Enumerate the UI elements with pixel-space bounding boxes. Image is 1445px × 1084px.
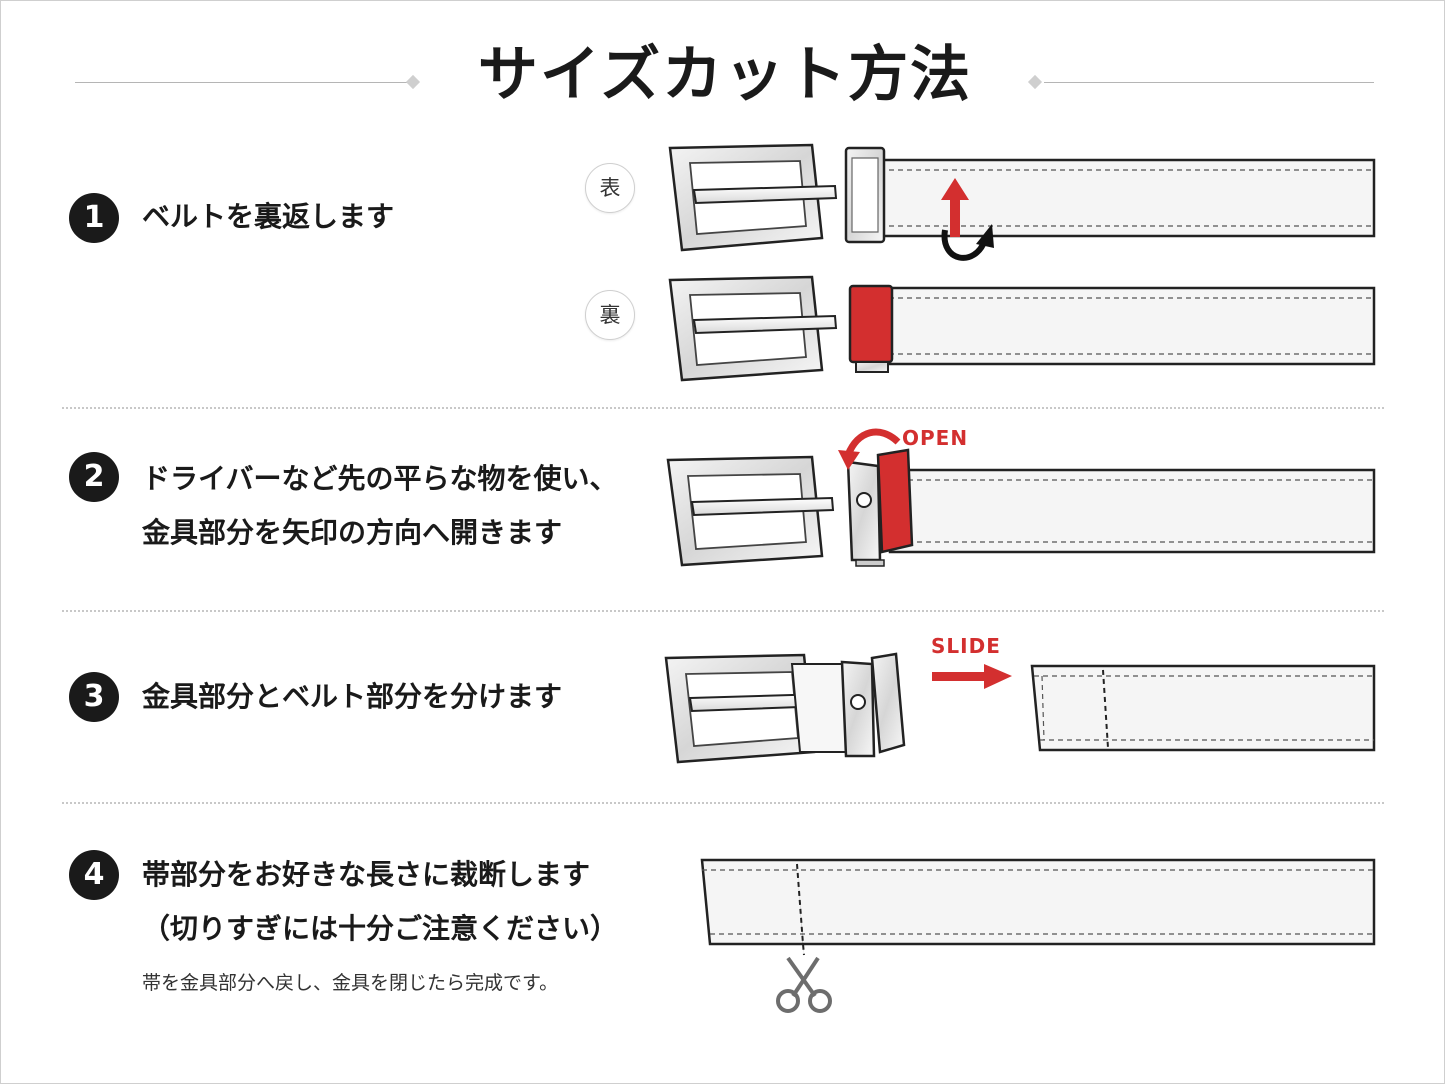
step-4-line-1: 帯部分をお好きな長さに裁断します — [142, 858, 591, 891]
belt-front-illustration — [668, 143, 1376, 252]
step-2-text: ドライバーなど先の平らな物を使い、 金具部分を矢印の方向へ開きます — [142, 452, 617, 560]
belt-back-illustration — [668, 275, 1376, 382]
belt-strap-separated-illustration — [1030, 664, 1376, 752]
right-arrow-icon — [932, 664, 1012, 689]
step-4-badge: 4 — [69, 850, 119, 900]
step-3-badge: 3 — [69, 672, 119, 722]
slide-label: SLIDE — [931, 634, 1001, 658]
divider-3 — [62, 802, 1384, 804]
step-2-line-1: ドライバーなど先の平らな物を使い、 — [142, 462, 618, 495]
step-2-line-2: 金具部分を矢印の方向へ開きます — [142, 516, 563, 549]
front-side-label: 表 — [585, 163, 635, 213]
buckle-separated-illustration — [664, 652, 906, 764]
completion-note: 帯を金具部分へ戻し、金具を閉じたら完成です。 — [142, 972, 559, 994]
title-rule-left — [75, 82, 408, 83]
divider-2 — [62, 610, 1384, 612]
belt-strap-cut-illustration — [700, 858, 1376, 956]
step-4-text: 帯部分をお好きな長さに裁断します （切りすぎには十分ご注意ください） — [142, 848, 618, 956]
step-2-badge: 2 — [69, 452, 119, 502]
belt-open-illustration — [666, 448, 1376, 567]
step-3-line-1: 金具部分とベルト部分を分けます — [142, 680, 563, 713]
open-label: OPEN — [902, 426, 969, 450]
title-rule-right — [1044, 82, 1374, 83]
step-3-text: 金具部分とベルト部分を分けます — [142, 670, 562, 724]
curved-arrow-icon — [838, 428, 901, 470]
flip-arrow-icon — [941, 178, 994, 261]
step-4-line-2: （切りすぎには十分ご注意ください） — [142, 912, 619, 945]
step-1-badge: 1 — [69, 193, 119, 243]
step-1-text: ベルトを裏返します — [142, 190, 394, 244]
divider-1 — [62, 407, 1384, 409]
back-side-label: 裏 — [585, 290, 635, 340]
step-1-line-1: ベルトを裏返します — [142, 200, 395, 233]
page-title: サイズカット方法 — [477, 40, 973, 110]
scissors-icon — [776, 956, 832, 1013]
